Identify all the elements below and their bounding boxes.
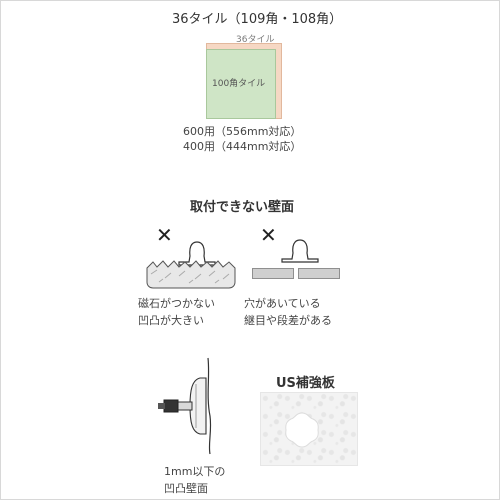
caption-large-bumps: 凹凸が大きい: [138, 314, 204, 327]
tile-note-400: 400用（444mm対応）: [183, 140, 302, 153]
hook-side-view-illustration: [158, 357, 212, 455]
us-board-title: US補強板: [276, 376, 335, 391]
tile-36-label: 36タイル: [236, 35, 275, 45]
tile-100-label: 100角タイル: [212, 79, 266, 89]
wall-plate-right: [298, 268, 340, 279]
unsuitable-section-title: 取付できない壁面: [190, 200, 295, 215]
caption-seams-steps: 継目や段差がある: [244, 314, 332, 327]
hook-on-rough-wall-illustration: [146, 241, 236, 289]
board-mount-shape-icon: [285, 412, 319, 448]
caption-uneven-wall: 凹凸壁面: [164, 482, 208, 495]
tile-section-title: 36タイル（109角・108角）: [172, 12, 343, 27]
caption-has-holes: 穴があいている: [244, 297, 321, 310]
caption-under-1mm: 1mm以下の: [164, 465, 226, 478]
wall-plate-left: [252, 268, 294, 279]
cross-mark-icon: ✕: [156, 223, 173, 247]
hook-over-gap-illustration: [281, 239, 319, 263]
caption-no-magnet: 磁石がつかない: [138, 297, 215, 310]
tile-100-square: [206, 49, 276, 119]
cross-mark-icon: ✕: [260, 223, 277, 247]
tile-note-600: 600用（556mm対応）: [183, 125, 302, 138]
